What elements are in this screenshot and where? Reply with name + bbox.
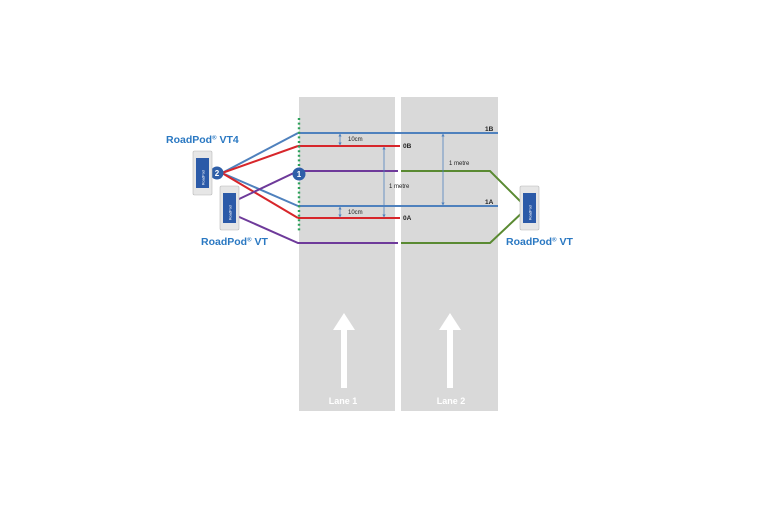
lane-divider-dash [396, 356, 400, 386]
lane-divider [396, 97, 400, 411]
lane-1-label: Lane 1 [329, 396, 358, 406]
badge-2-number: 2 [215, 169, 220, 178]
metre-right-label: 1 metre [449, 161, 470, 167]
lane-2-detector-loop [401, 170, 526, 244]
lane-1-direction-arrow [333, 313, 355, 388]
loop-1b [221, 132, 498, 174]
loop-0a [221, 172, 400, 219]
metre-left-label: 1 metre [389, 184, 410, 190]
lane-2-direction-arrow [439, 313, 461, 388]
badge-1-number: 1 [297, 170, 302, 179]
vt-right-device-label: RoadPod® VT [506, 236, 573, 248]
gap-b-label: 10cm [348, 137, 363, 143]
roadpod-vt-left-device-icon: RoadPod [219, 185, 240, 231]
gap-a-label: 10cm [348, 210, 363, 216]
vt4-device-label: RoadPod® VT4 [166, 134, 239, 146]
lane-divider-dash [396, 97, 400, 111]
vt-right-pod-text: RoadPod [529, 205, 533, 220]
lane-divider-dash [396, 398, 400, 411]
lane-divider-dash [396, 318, 400, 340]
badge-1: 1 [292, 167, 306, 181]
vt-left-pod-text: RoadPod [229, 205, 233, 220]
lane-2-label: Lane 2 [437, 396, 466, 406]
lane-divider-dash [396, 128, 400, 160]
vt4-pod-text: RoadPod [202, 170, 206, 185]
lane-divider-dash [396, 256, 400, 298]
vt-left-device-label: RoadPod® VT [201, 236, 268, 248]
loop-label-0a: 0A [403, 215, 412, 222]
roadpod-vt-right-device-icon: RoadPod [519, 185, 540, 231]
loop-label-1b: 1B [485, 126, 494, 133]
loop-label-0b: 0B [403, 143, 412, 150]
loop-0b [221, 145, 400, 174]
lane-divider-dash [396, 176, 400, 200]
roadpod-vt4-device-icon: RoadPod [192, 150, 213, 196]
loop-label-1a: 1A [485, 199, 494, 206]
badge-2: 2 [210, 166, 224, 180]
lane-divider-dash [396, 225, 400, 248]
